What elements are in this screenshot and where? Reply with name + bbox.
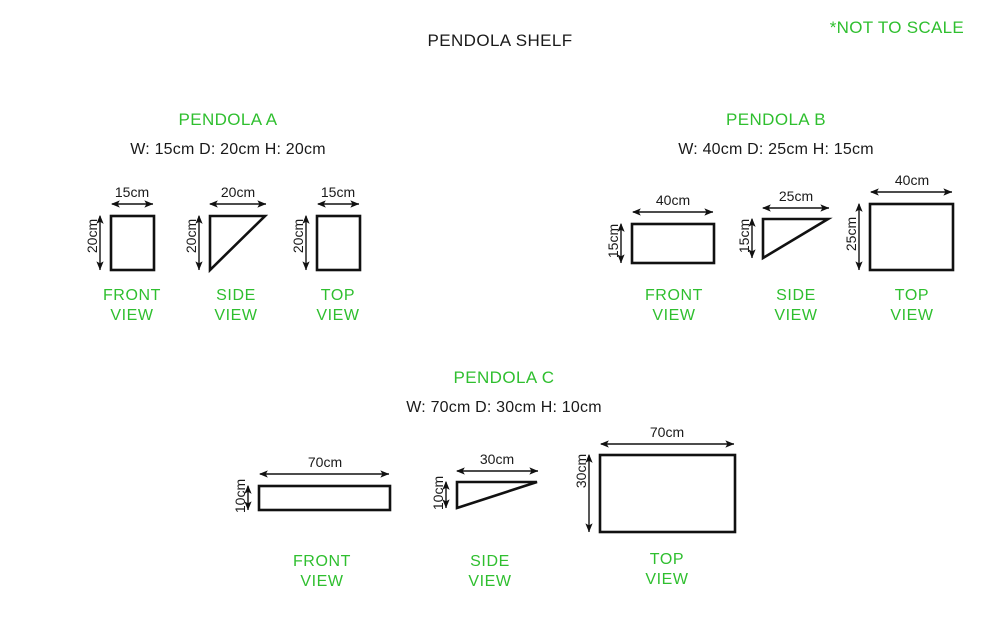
pendola-c-side-height-label: 10cm xyxy=(430,475,446,511)
caption-line-2: VIEW xyxy=(214,307,258,324)
pendola-b-front-height-label: 15cm xyxy=(605,223,621,259)
caption-line-2: VIEW xyxy=(110,307,154,324)
product-dims-pendola-c: W: 70cm D: 30cm H: 10cm xyxy=(406,399,602,416)
pendola-b-side-view-caption: SIDE VIEW xyxy=(746,286,846,326)
pendola-c-side-depth-label: 30cm xyxy=(479,451,515,467)
pendola-a-front-view-caption: FRONT VIEW xyxy=(82,286,182,326)
pendola-a-top-width-label: 15cm xyxy=(320,184,356,200)
caption-line-1: FRONT xyxy=(102,287,162,304)
caption-line-1: TOP xyxy=(649,551,685,568)
product-heading-pendola-b: PENDOLA B W: 40cm D: 25cm H: 15cm xyxy=(626,110,926,159)
caption-line-1: TOP xyxy=(894,287,930,304)
pendola-b-top-view-drawing xyxy=(855,188,955,272)
pendola-a-top-view-drawing xyxy=(302,200,362,272)
pendola-b-side-height-label: 15cm xyxy=(736,218,752,254)
pendola-b-front-view-drawing xyxy=(617,208,716,265)
pendola-c-side-view-caption: SIDE VIEW xyxy=(440,552,540,592)
caption-line-2: VIEW xyxy=(645,571,689,588)
pendola-a-side-view-caption: SIDE VIEW xyxy=(186,286,286,326)
caption-line-1: FRONT xyxy=(644,287,704,304)
product-title-pendola-a: PENDOLA A xyxy=(178,110,278,129)
caption-line-2: VIEW xyxy=(468,573,512,590)
pendola-b-top-shape xyxy=(868,202,955,272)
caption-line-2: VIEW xyxy=(774,307,818,324)
caption-line-1: FRONT xyxy=(292,553,352,570)
pendola-b-top-width-label: 40cm xyxy=(894,172,930,188)
pendola-a-front-height-label: 20cm xyxy=(84,218,100,254)
product-heading-pendola-c: PENDOLA C W: 70cm D: 30cm H: 10cm xyxy=(354,368,654,417)
product-dims-pendola-b: W: 40cm D: 25cm H: 15cm xyxy=(678,141,874,158)
product-title-pendola-c: PENDOLA C xyxy=(453,368,555,387)
pendola-a-front-view-drawing xyxy=(96,200,156,272)
pendola-b-front-shape xyxy=(630,222,716,265)
pendola-b-front-view-caption: FRONT VIEW xyxy=(624,286,724,326)
pendola-b-top-depth-label: 25cm xyxy=(843,216,859,252)
pendola-c-top-view-caption: TOP VIEW xyxy=(617,550,717,590)
page-title: PENDOLA SHELF xyxy=(427,31,573,50)
pendola-c-front-shape xyxy=(257,484,392,512)
pendola-c-top-depth-label: 30cm xyxy=(573,453,589,489)
caption-line-2: VIEW xyxy=(300,573,344,590)
pendola-b-side-shape xyxy=(761,217,833,261)
pendola-a-side-view-drawing xyxy=(195,200,269,274)
pendola-a-front-width-label: 15cm xyxy=(114,184,150,200)
pendola-a-front-shape xyxy=(109,214,156,272)
pendola-b-front-width-label: 40cm xyxy=(655,192,691,208)
pendola-c-front-view-caption: FRONT VIEW xyxy=(272,552,372,592)
pendola-b-side-depth-label: 25cm xyxy=(778,188,814,204)
pendola-a-top-depth-label: 20cm xyxy=(290,218,306,254)
pendola-a-side-depth-label: 20cm xyxy=(220,184,256,200)
caption-line-1: TOP xyxy=(320,287,356,304)
pendola-c-side-shape xyxy=(455,480,538,510)
pendola-a-side-height-label: 20cm xyxy=(183,218,199,254)
caption-line-1: SIDE xyxy=(216,287,256,304)
pendola-c-front-width-label: 70cm xyxy=(307,454,343,470)
pendola-c-front-height-label: 10cm xyxy=(232,478,248,514)
pendola-b-top-view-caption: TOP VIEW xyxy=(862,286,962,326)
product-title-pendola-b: PENDOLA B xyxy=(726,110,826,129)
caption-line-1: SIDE xyxy=(470,553,510,570)
pendola-a-top-shape xyxy=(315,214,362,272)
caption-line-2: VIEW xyxy=(652,307,696,324)
caption-line-2: VIEW xyxy=(316,307,360,324)
not-to-scale-note: *NOT TO SCALE xyxy=(829,18,964,37)
pendola-a-side-shape xyxy=(208,214,269,274)
pendola-b-side-view-drawing xyxy=(748,204,833,261)
pendola-c-top-view-drawing xyxy=(585,440,737,534)
pendola-c-top-width-label: 70cm xyxy=(649,424,685,440)
pendola-a-top-view-caption: TOP VIEW xyxy=(288,286,388,326)
product-heading-pendola-a: PENDOLA A W: 15cm D: 20cm H: 20cm xyxy=(78,110,378,159)
pendola-c-top-shape xyxy=(598,453,737,534)
product-dims-pendola-a: W: 15cm D: 20cm H: 20cm xyxy=(130,141,326,158)
pendola-c-front-view-drawing xyxy=(244,470,392,512)
caption-line-2: VIEW xyxy=(890,307,934,324)
caption-line-1: SIDE xyxy=(776,287,816,304)
pendola-c-side-view-drawing xyxy=(442,467,539,510)
